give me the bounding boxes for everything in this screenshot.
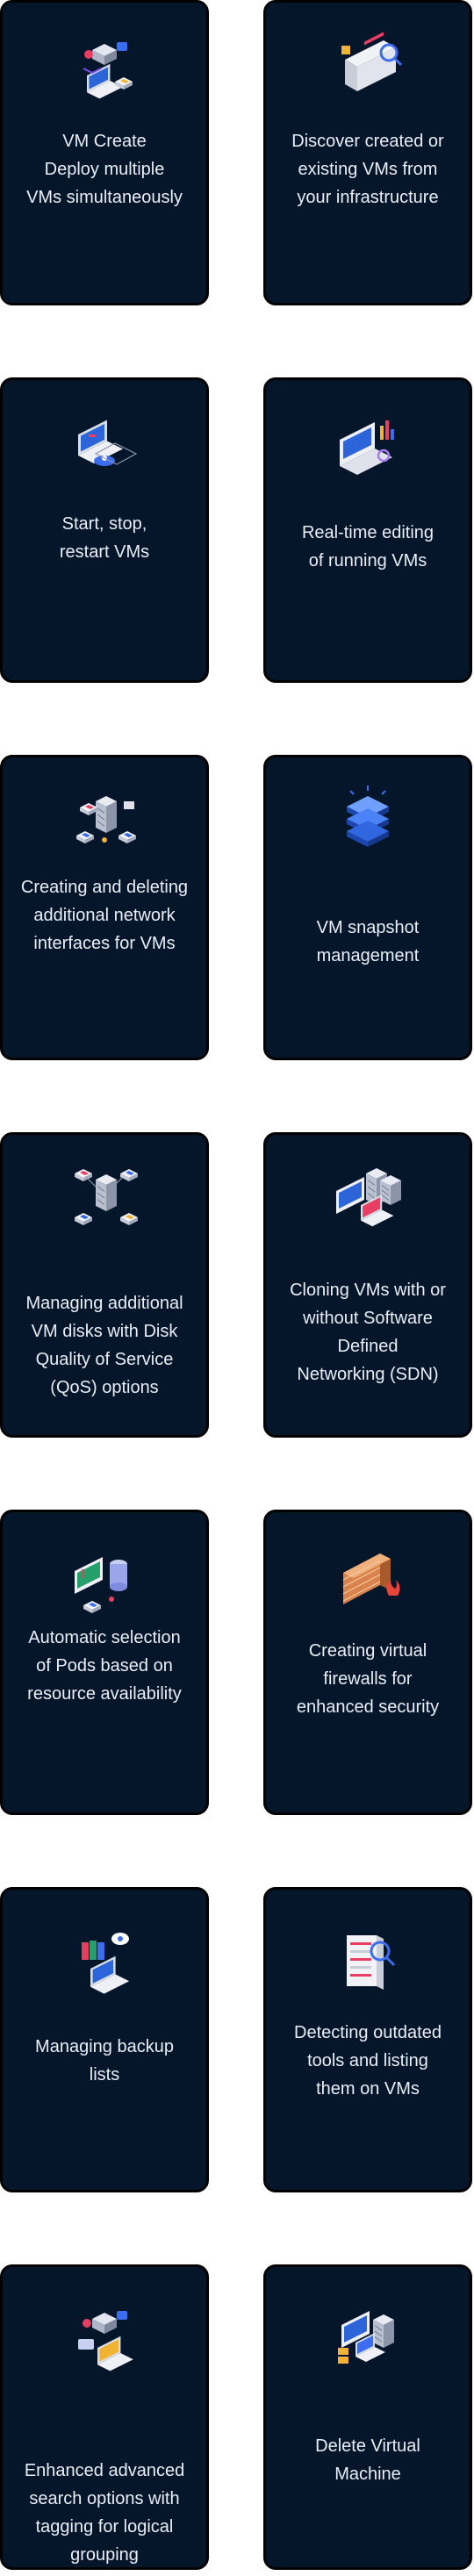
feature-card[interactable]: Real-time editing of running VMs — [263, 377, 472, 683]
feature-card[interactable]: Creating and deleting additional network… — [0, 755, 209, 1060]
feature-card[interactable]: Discover created or existing VMs from yo… — [263, 0, 472, 305]
feature-card[interactable]: VM Create Deploy multiple VMs simultaneo… — [0, 0, 209, 305]
feature-card[interactable]: Delete Virtual Machine — [263, 2264, 472, 2570]
snapshot-stack-icon — [326, 775, 410, 859]
feature-card-label: VM snapshot management — [316, 918, 420, 965]
feature-card[interactable]: Cloning VMs with or without Software Def… — [263, 1132, 472, 1438]
discover-vms-icon — [326, 25, 410, 109]
pod-selection-icon — [62, 1534, 147, 1618]
disk-qos-icon — [62, 1148, 147, 1232]
feature-card[interactable]: Start, stop, restart VMs — [0, 377, 209, 683]
feature-card-label: Enhanced advanced search options with ta… — [24, 2461, 185, 2565]
feature-card-label: Delete Virtual Machine — [315, 2436, 420, 2484]
power-control-icon — [62, 399, 147, 484]
feature-card[interactable]: Managing backup lists — [0, 1887, 209, 2192]
feature-card-label: Creating virtual firewalls for enhanced … — [296, 1641, 440, 1717]
backup-list-icon — [62, 1916, 147, 2000]
feature-card-label: Real-time editing of running VMs — [301, 523, 434, 570]
vm-create-icon — [62, 25, 147, 109]
feature-card-label: Automatic selection of Pods based on res… — [27, 1628, 182, 1704]
feature-card-label: Detecting outdated tools and listing the… — [294, 2023, 442, 2099]
clone-vm-icon — [326, 1152, 410, 1237]
feature-card-label: Creating and deleting additional network… — [20, 878, 189, 953]
feature-card-label: Cloning VMs with or without Software Def… — [290, 1281, 446, 1384]
feature-card-label: Managing backup lists — [35, 2037, 174, 2084]
feature-card-label: Managing additional VM disks with Disk Q… — [25, 1294, 183, 1397]
firewall-icon — [326, 1534, 410, 1618]
feature-card-label: VM Create Deploy multiple VMs simultaneo… — [26, 132, 183, 207]
feature-card-label: Discover created or existing VMs from yo… — [291, 132, 444, 207]
network-interfaces-icon — [62, 775, 147, 859]
feature-card-label: Start, stop, restart VMs — [59, 514, 150, 562]
feature-card[interactable]: Enhanced advanced search options with ta… — [0, 2264, 209, 2570]
feature-card[interactable]: Detecting outdated tools and listing the… — [263, 1887, 472, 2192]
realtime-edit-icon — [326, 399, 410, 484]
delete-vm-icon — [326, 2293, 410, 2378]
feature-card[interactable]: Managing additional VM disks with Disk Q… — [0, 1132, 209, 1438]
feature-card[interactable]: Automatic selection of Pods based on res… — [0, 1510, 209, 1815]
feature-card[interactable]: Creating virtual firewalls for enhanced … — [263, 1510, 472, 1815]
feature-card[interactable]: VM snapshot management — [263, 755, 472, 1060]
advanced-search-icon — [62, 2293, 147, 2378]
outdated-tools-icon — [326, 1916, 410, 2000]
